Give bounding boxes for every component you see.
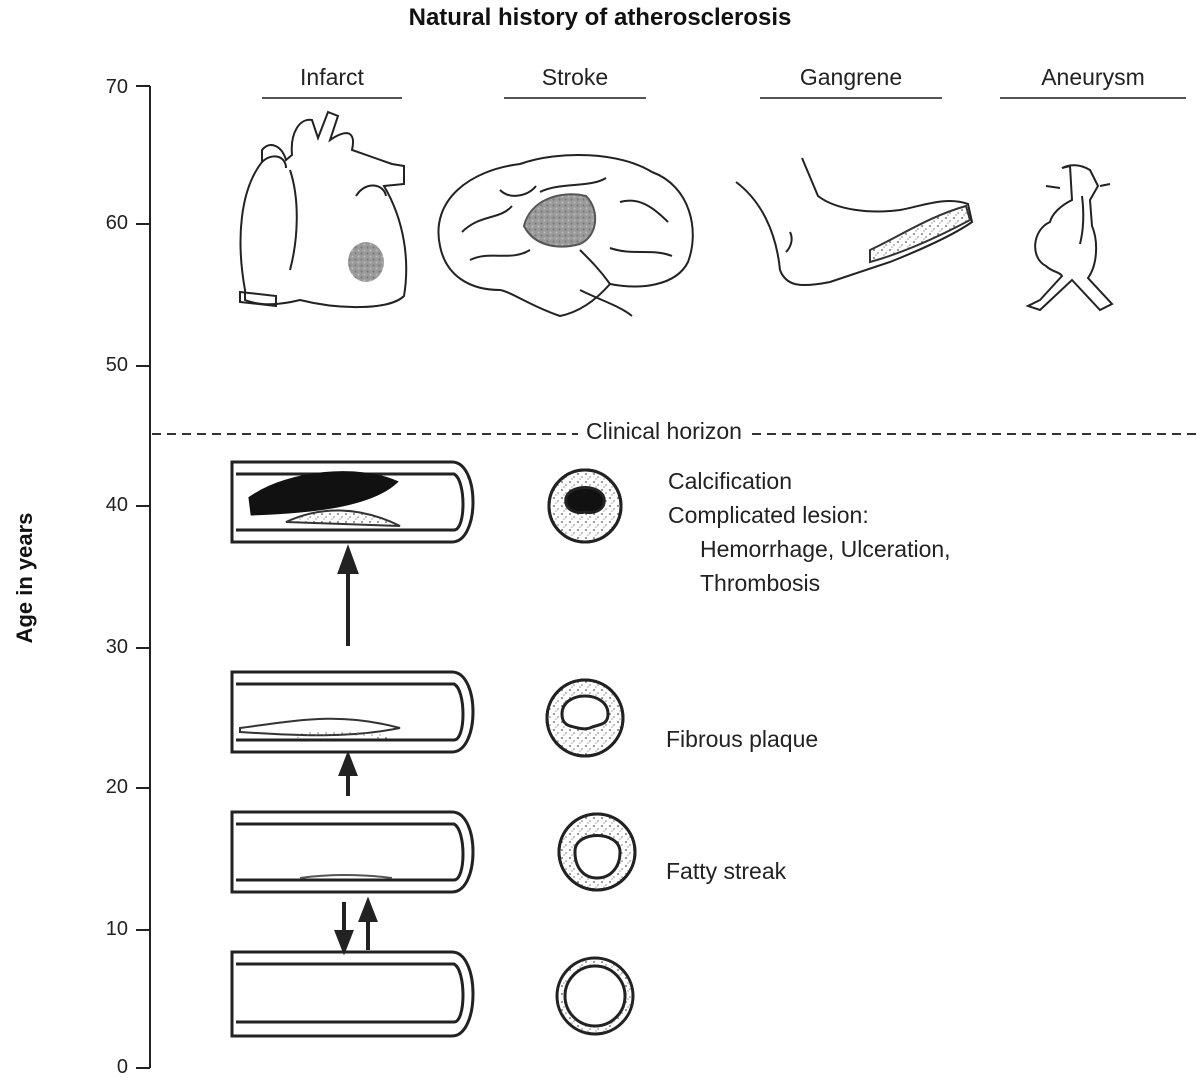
progression-arrows [334, 544, 378, 956]
cross-section-fibrous [545, 678, 625, 758]
organ-label-stroke: Stroke [541, 64, 609, 90]
y-tick-label: 20 [105, 776, 128, 798]
y-tick-label: 40 [105, 494, 128, 516]
brain-icon [437, 153, 694, 318]
organ-label-infarct: Infarct [300, 64, 364, 90]
heart-icon [239, 110, 408, 309]
y-tick-label: 50 [105, 354, 128, 376]
cross-section-fatty [557, 812, 637, 892]
stage-label-fatty: Fatty streak [666, 858, 787, 884]
foot-icon [735, 157, 974, 287]
stage-label-fibrous: Fibrous plaque [666, 726, 819, 752]
cross-section-normal [555, 956, 635, 1036]
stage-text-line: Thrombosis [700, 570, 821, 596]
vessel-section-fibrous [230, 670, 475, 754]
organ-label-gangrene: Gangrene [799, 64, 903, 90]
stage-text-line: Calcification [668, 468, 792, 494]
aorta-icon [1025, 164, 1114, 312]
organ-label-aneurysm: Aneurysm [1041, 64, 1145, 90]
vessel-section-fatty [230, 810, 475, 894]
y-tick-label: 30 [105, 636, 128, 658]
stage-text-line: Complicated lesion: [668, 502, 869, 528]
y-tick-label: 0 [116, 1056, 128, 1078]
y-axis [136, 85, 151, 1069]
cross-section-calcified [547, 468, 623, 544]
diagram-title: Natural history of atherosclerosis [408, 4, 792, 31]
clinical-horizon-label: Clinical horizon [578, 418, 750, 445]
y-tick-label: 10 [105, 918, 128, 940]
stage-text-line: Hemorrhage, Ulceration, [700, 536, 951, 562]
y-tick-label: 70 [105, 76, 128, 98]
stage-label-complicated: Calcification Complicated lesion: Hemorr… [668, 464, 951, 600]
vessel-section-calcified [230, 460, 475, 544]
y-tick-label: 60 [105, 212, 128, 234]
vessel-section-normal [230, 950, 475, 1038]
